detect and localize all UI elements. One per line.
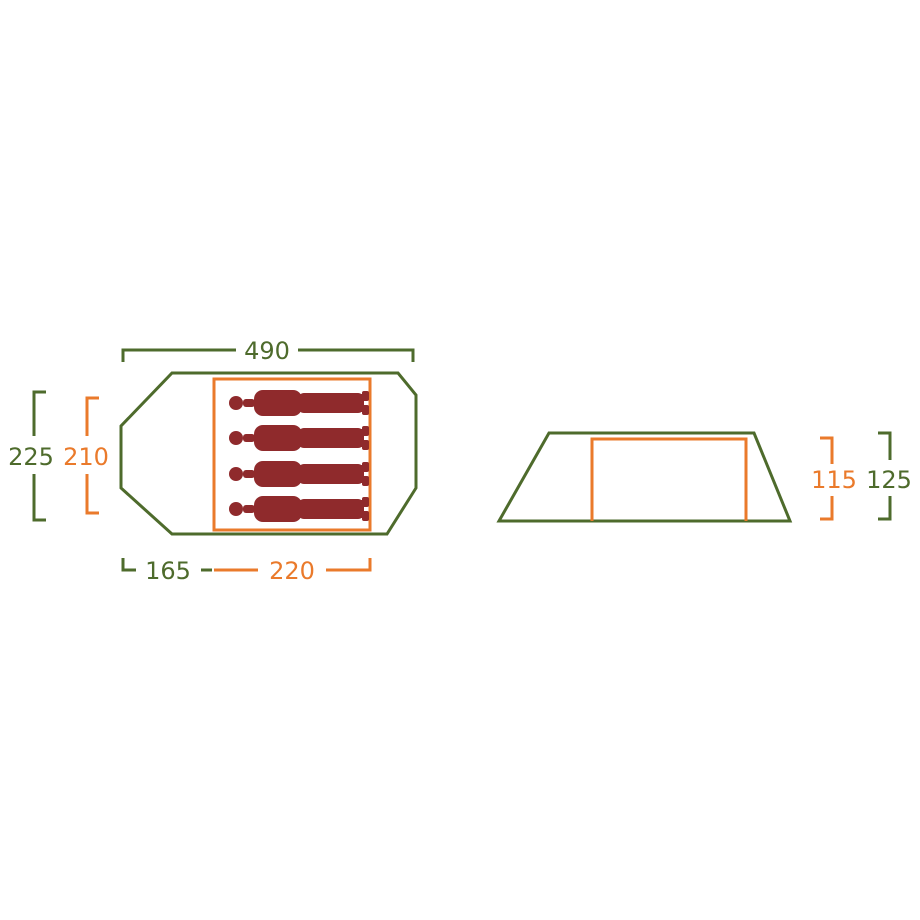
- side-view: 115 125: [496, 431, 912, 523]
- overall-length-label: 490: [244, 337, 290, 365]
- inner-width-bracket: [85, 396, 99, 515]
- person-lying-icon: [229, 390, 369, 416]
- inner-height-label: 115: [811, 466, 857, 494]
- overall-height-dimension: 125: [866, 431, 912, 521]
- inner-length-dimension: 220: [214, 557, 372, 585]
- overall-height-bracket: [878, 431, 892, 521]
- person-lying-icon: [229, 461, 369, 487]
- floor-plan: 490 225 210 165 220: [8, 337, 418, 585]
- inner-width-dimension: 210: [63, 396, 109, 515]
- inner-length-label: 220: [269, 557, 315, 585]
- overall-height-label: 125: [866, 466, 912, 494]
- overall-length-dimension: 490: [121, 337, 415, 365]
- vestibule-length-label: 165: [145, 557, 191, 585]
- inner-profile-outline: [590, 437, 748, 521]
- overall-width-bracket: [32, 390, 46, 522]
- vestibule-length-dimension: 165: [121, 557, 212, 585]
- outer-footprint-outline: [119, 371, 418, 536]
- person-lying-icon: [229, 496, 369, 522]
- overall-width-label: 225: [8, 443, 54, 471]
- outer-profile-outline: [496, 431, 793, 523]
- inner-tent-outline: [212, 377, 372, 532]
- inner-height-dimension: 115: [811, 436, 857, 521]
- person-lying-icon: [229, 425, 369, 451]
- overall-width-dimension: 225: [8, 390, 54, 522]
- overall-length-bracket: [121, 348, 415, 362]
- inner-width-label: 210: [63, 443, 109, 471]
- inner-height-bracket: [820, 436, 834, 521]
- inner-length-bracket: [214, 558, 372, 572]
- sleepers: [229, 390, 369, 522]
- vestibule-length-bracket: [121, 558, 212, 572]
